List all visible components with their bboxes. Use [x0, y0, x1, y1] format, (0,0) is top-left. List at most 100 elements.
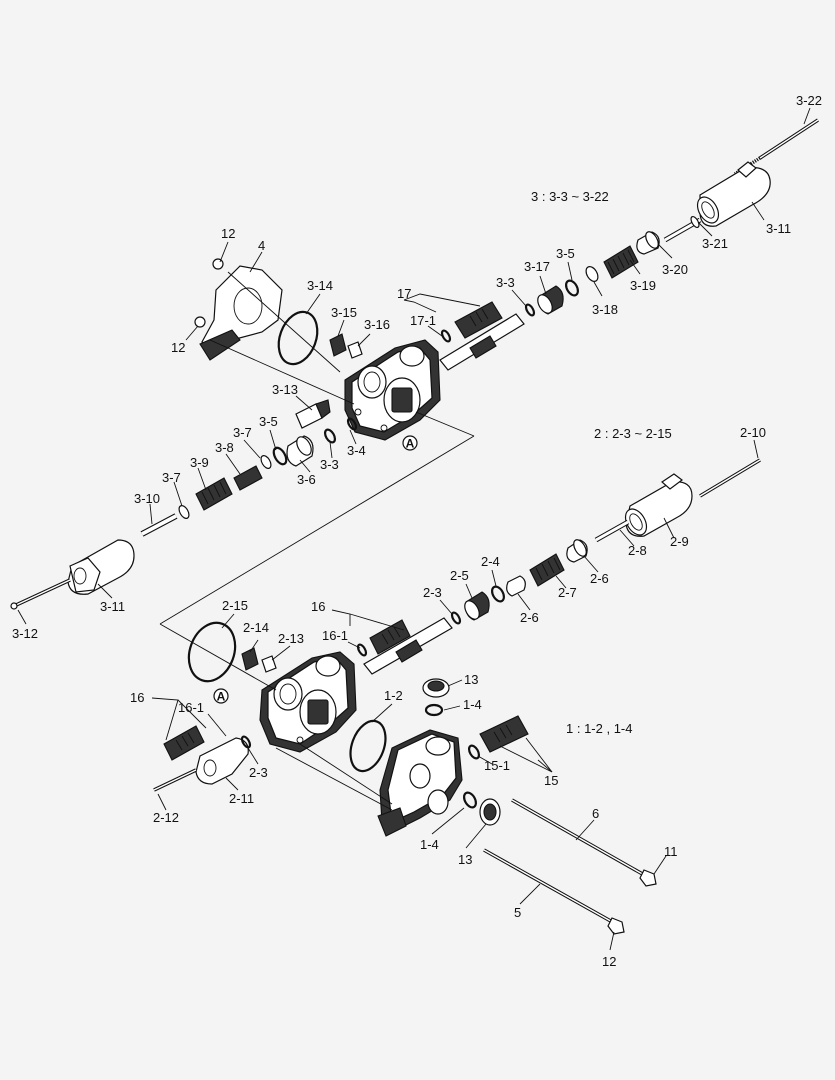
valve-body-2 [259, 651, 357, 753]
bracket-4 [194, 258, 283, 361]
label-12: 12 [602, 954, 616, 969]
o-ring-3-4 [346, 417, 358, 431]
label-3-13: 3-13 [272, 382, 298, 397]
tie-bolt-2-10 [699, 458, 761, 498]
label-3-7: 3-7 [233, 425, 252, 440]
o-ring-15-1 [467, 744, 481, 760]
label-3-11: 3-11 [100, 599, 125, 614]
relief-valve-15 [479, 715, 529, 753]
spring-cap-2-9 [624, 473, 693, 537]
leader-lines [17, 107, 811, 951]
label-3-15: 3-15 [331, 305, 357, 320]
o-ring-1-4-upper [424, 703, 444, 717]
spring-seat-2-6-upper [566, 539, 588, 563]
label-5: 5 [514, 905, 521, 920]
label-3-14: 3-14 [307, 278, 333, 293]
label-3-5: 3-5 [556, 246, 575, 261]
reference-mark-a-lower: A [213, 688, 229, 704]
o-ring-1-4-lower [463, 791, 477, 809]
plug-3-6 [286, 435, 314, 467]
label-3-20: 3-20 [662, 262, 688, 277]
stopper-2-8 [594, 519, 630, 543]
reference-mark-a-upper: A [402, 435, 418, 451]
o-ring-3-14 [277, 310, 319, 366]
svg-text:A: A [406, 437, 415, 451]
label-2-7: 2-7 [558, 585, 577, 600]
label-2-6: 2-6 [590, 571, 609, 586]
label-13: 13 [458, 852, 472, 867]
label-3-18: 3-18 [592, 302, 618, 317]
label-15: 15 [544, 773, 558, 788]
o-ring-1-2 [349, 719, 387, 773]
spring-2-14 [241, 647, 259, 671]
o-ring-2-3-lower [240, 735, 252, 749]
part-labels: 3-22 3-11 3-21 3-20 3-19 3-18 3-5 3-17 3… [12, 93, 822, 969]
label-2-10: 2-10 [740, 425, 766, 440]
label-3-5: 3-5 [259, 414, 278, 429]
label-4: 4 [258, 238, 265, 253]
label-2-3: 2-3 [423, 585, 442, 600]
spring-2-7 [529, 553, 565, 587]
label-16: 16 [311, 599, 325, 614]
spring-3-9 [195, 477, 233, 511]
label-2-9: 2-9 [670, 534, 689, 549]
tie-bolt-2-12 [153, 768, 197, 792]
label-3-3: 3-3 [320, 457, 339, 472]
valve-body-3 [344, 339, 441, 441]
label-2-14: 2-14 [243, 620, 269, 635]
label-3-3: 3-3 [496, 275, 515, 290]
tie-bolt-5 [483, 848, 625, 935]
label-15-1: 15-1 [484, 758, 510, 773]
stopper-3-10 [140, 513, 178, 537]
label-3-4: 3-4 [347, 443, 366, 458]
group-note-section-3: 3 : 3-3 ~ 3-22 [531, 189, 609, 204]
label-3-19: 3-19 [630, 278, 656, 293]
svg-text:A: A [217, 690, 226, 704]
label-16-1: 16-1 [322, 628, 348, 643]
label-3-17: 3-17 [524, 259, 550, 274]
label-1-4: 1-4 [420, 837, 439, 852]
label-2-4: 2-4 [481, 554, 500, 569]
stopper-3-21 [663, 215, 702, 243]
tie-bolt-3-12 [10, 578, 71, 610]
label-12: 12 [221, 226, 235, 241]
o-ring-2-3-upper [450, 611, 462, 625]
label-2-11: 2-11 [229, 791, 254, 806]
check-plug-3-13 [295, 399, 331, 429]
spring-cap-3-11-lower [67, 539, 135, 595]
spring-cap-3-11 [696, 161, 771, 227]
relief-valve-16-lower [163, 725, 205, 761]
o-ring-3-3-upper [524, 303, 536, 317]
label-2-3: 2-3 [249, 765, 268, 780]
label-1-4: 1-4 [463, 697, 482, 712]
label-2-15: 2-15 [222, 598, 248, 613]
label-13: 13 [464, 672, 478, 687]
label-16-1: 16-1 [178, 700, 204, 715]
spring-seat-2-6 [506, 575, 526, 597]
o-ring-3-5-upper [565, 279, 579, 297]
label-6: 6 [592, 806, 599, 821]
spring-3-8 [233, 465, 263, 491]
o-ring-3-5-lower [272, 446, 288, 466]
plug-3-17 [537, 285, 564, 315]
inlet-body [377, 729, 463, 837]
spring-cap-2-11 [195, 737, 249, 785]
spring-seat-3-20 [636, 231, 660, 255]
washer-3-7-lower [260, 455, 272, 469]
spring-3-19 [603, 245, 639, 279]
label-3-7: 3-7 [162, 470, 181, 485]
tie-bolt-6 [511, 798, 657, 887]
label-17: 17 [397, 286, 411, 301]
label-1-2: 1-2 [384, 688, 403, 703]
label-3-11: 3-11 [766, 221, 791, 236]
spring-3-15 [329, 333, 347, 357]
label-3-9: 3-9 [190, 455, 209, 470]
label-2-5: 2-5 [450, 568, 469, 583]
label-3-6: 3-6 [297, 472, 316, 487]
washer-3-7 [178, 505, 190, 519]
label-3-21: 3-21 [702, 236, 728, 251]
o-ring-2-15 [187, 621, 237, 683]
label-3-22: 3-22 [796, 93, 822, 108]
label-3-16: 3-16 [364, 317, 390, 332]
